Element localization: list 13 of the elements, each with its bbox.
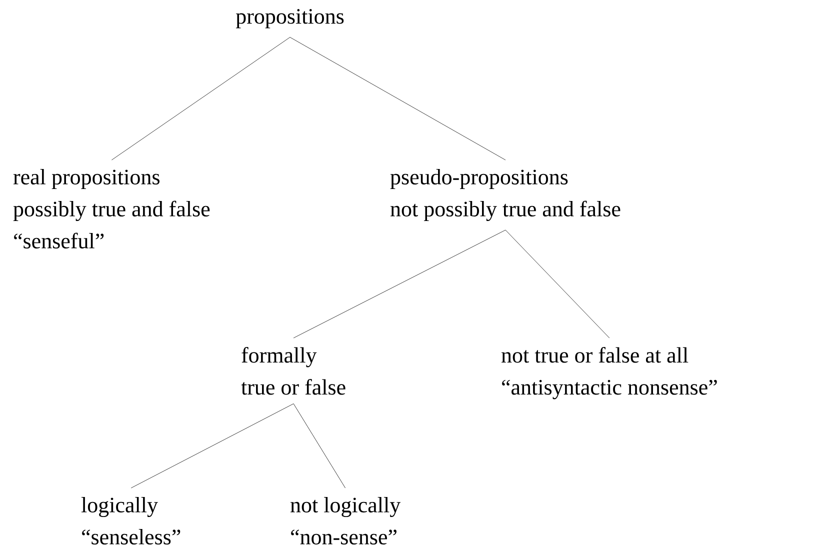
connector-line [290, 37, 506, 160]
text-label: not true or false at all “antisyntactic nonsense” [502, 347, 717, 400]
connector-line [130, 404, 294, 488]
text-label: real propositions possibly true and false “senseful” [13, 169, 210, 248]
text-label: logically “senseless” [81, 497, 180, 544]
text-label: propositions [236, 9, 344, 28]
text-label: formally true or false [241, 347, 346, 395]
text-label: pseudo-propositions not possibly true and false [390, 169, 620, 222]
connector-line [111, 37, 290, 160]
text-label: not logically “non-sense” [290, 497, 401, 544]
connector-line [293, 230, 506, 338]
connector-line [505, 230, 610, 338]
connector-line [293, 404, 346, 488]
